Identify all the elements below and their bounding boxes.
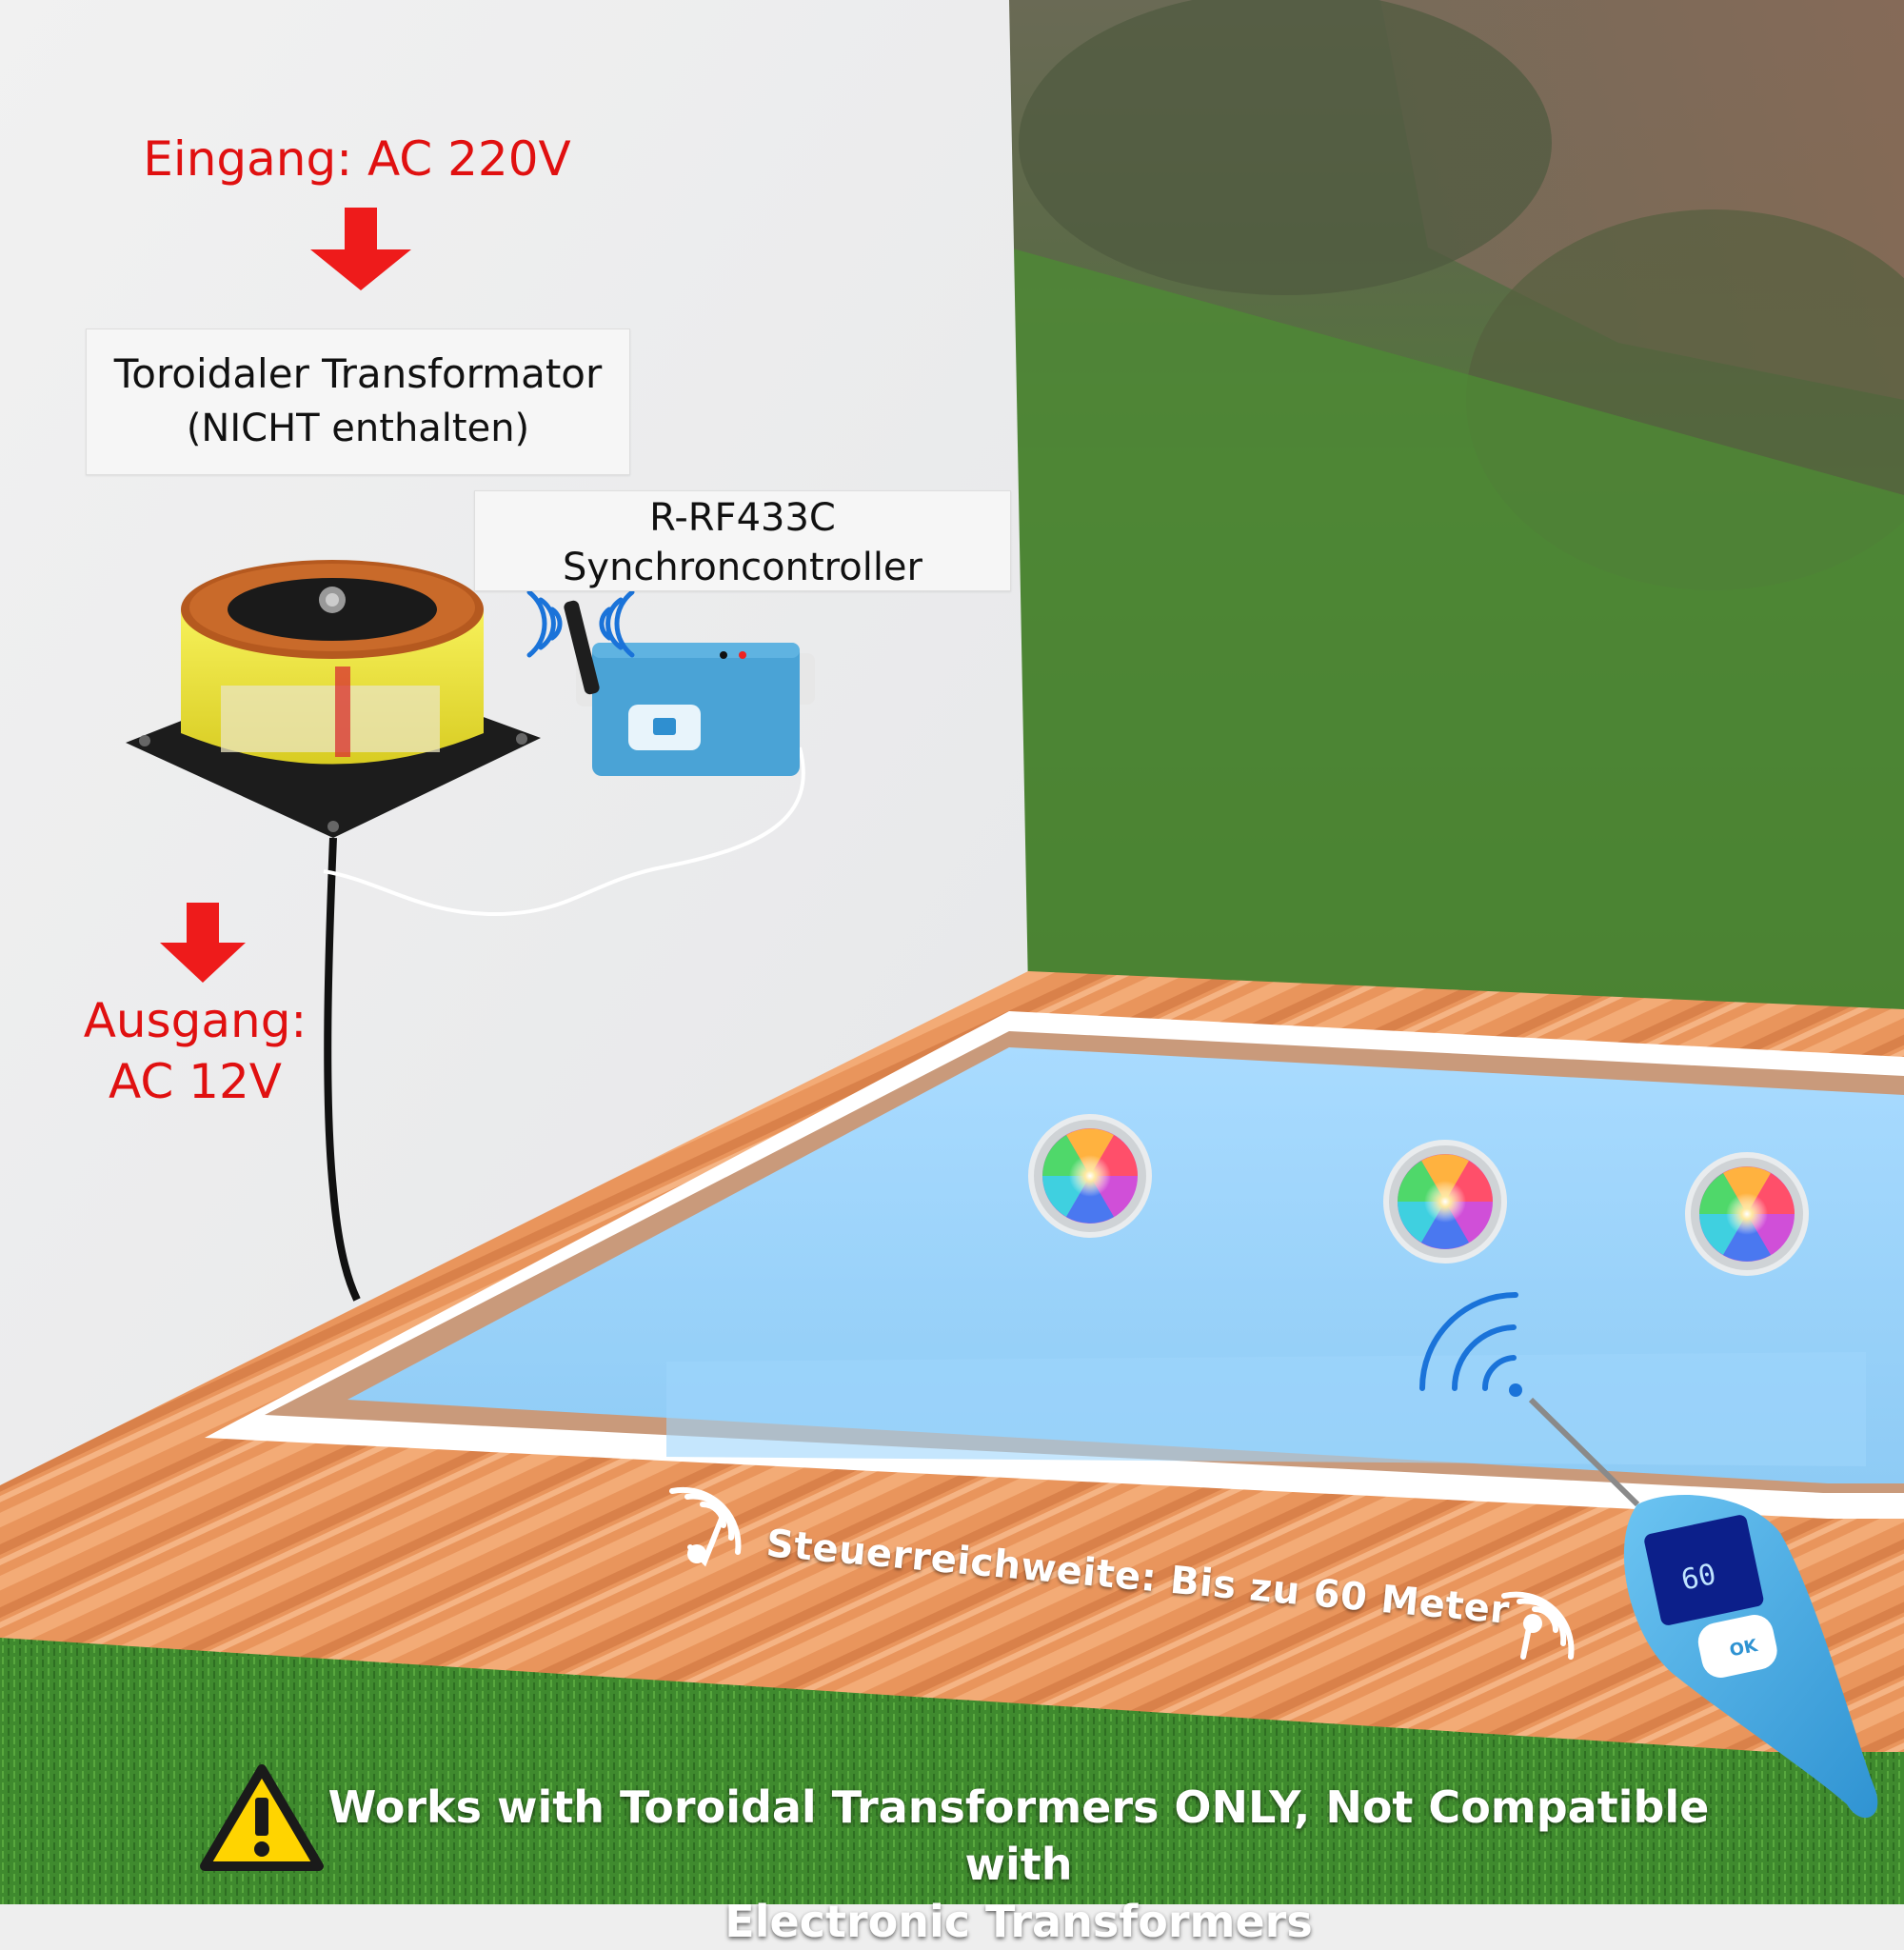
garden-lawn <box>1009 248 1904 1009</box>
down-arrow-icon <box>310 208 411 290</box>
controller-label-line1: R-RF433C <box>649 496 836 540</box>
signal-waves-icon <box>526 589 635 658</box>
controller-label-line2: Synchroncontroller <box>563 546 922 589</box>
warning-line2: Electronic Transformers <box>724 1896 1313 1947</box>
compatibility-warning: Works with Toroidal Transformers ONLY, N… <box>314 1779 1723 1950</box>
pool-scene: 60 OK <box>0 0 1904 1904</box>
output-cable <box>324 837 361 1302</box>
controller-cable <box>323 746 805 917</box>
touch-signal-icon <box>669 1486 742 1567</box>
transformer-label-line1: Toroidaler Transformator <box>113 350 603 397</box>
garden-shrubs <box>1019 0 1552 295</box>
pool-light-1 <box>1028 1114 1152 1238</box>
warning-line1: Works with Toroidal Transformers ONLY, N… <box>327 1781 1710 1890</box>
touch-signal-icon <box>1501 1591 1575 1660</box>
transformer-label-line2: (NICHT enthalten) <box>186 407 530 451</box>
toroidal-transformer <box>126 560 541 838</box>
output-label-line1: Ausgang: <box>83 993 307 1048</box>
down-arrow-icon <box>160 903 246 983</box>
warning-triangle-icon <box>200 1764 324 1871</box>
pool-light-2 <box>1383 1140 1507 1264</box>
output-label-line2: AC 12V <box>109 1054 282 1109</box>
controller-label-box: R-RF433C Synchroncontroller <box>474 490 1011 591</box>
pool-light-3 <box>1685 1152 1809 1276</box>
svg-text:60: 60 <box>1678 1558 1719 1598</box>
water-reflection <box>666 1352 1866 1466</box>
remote-control: 60 OK <box>1623 1495 1878 1819</box>
input-voltage-label: Eingang: AC 220V <box>143 131 571 187</box>
output-voltage-label: Ausgang: AC 12V <box>67 990 324 1112</box>
transformer-label-box: Toroidaler Transformator (NICHT enthalte… <box>86 328 630 475</box>
signal-waves-icon <box>1419 1292 1522 1397</box>
remote-antenna <box>1528 1397 1640 1507</box>
rf-controller-device <box>564 600 815 776</box>
